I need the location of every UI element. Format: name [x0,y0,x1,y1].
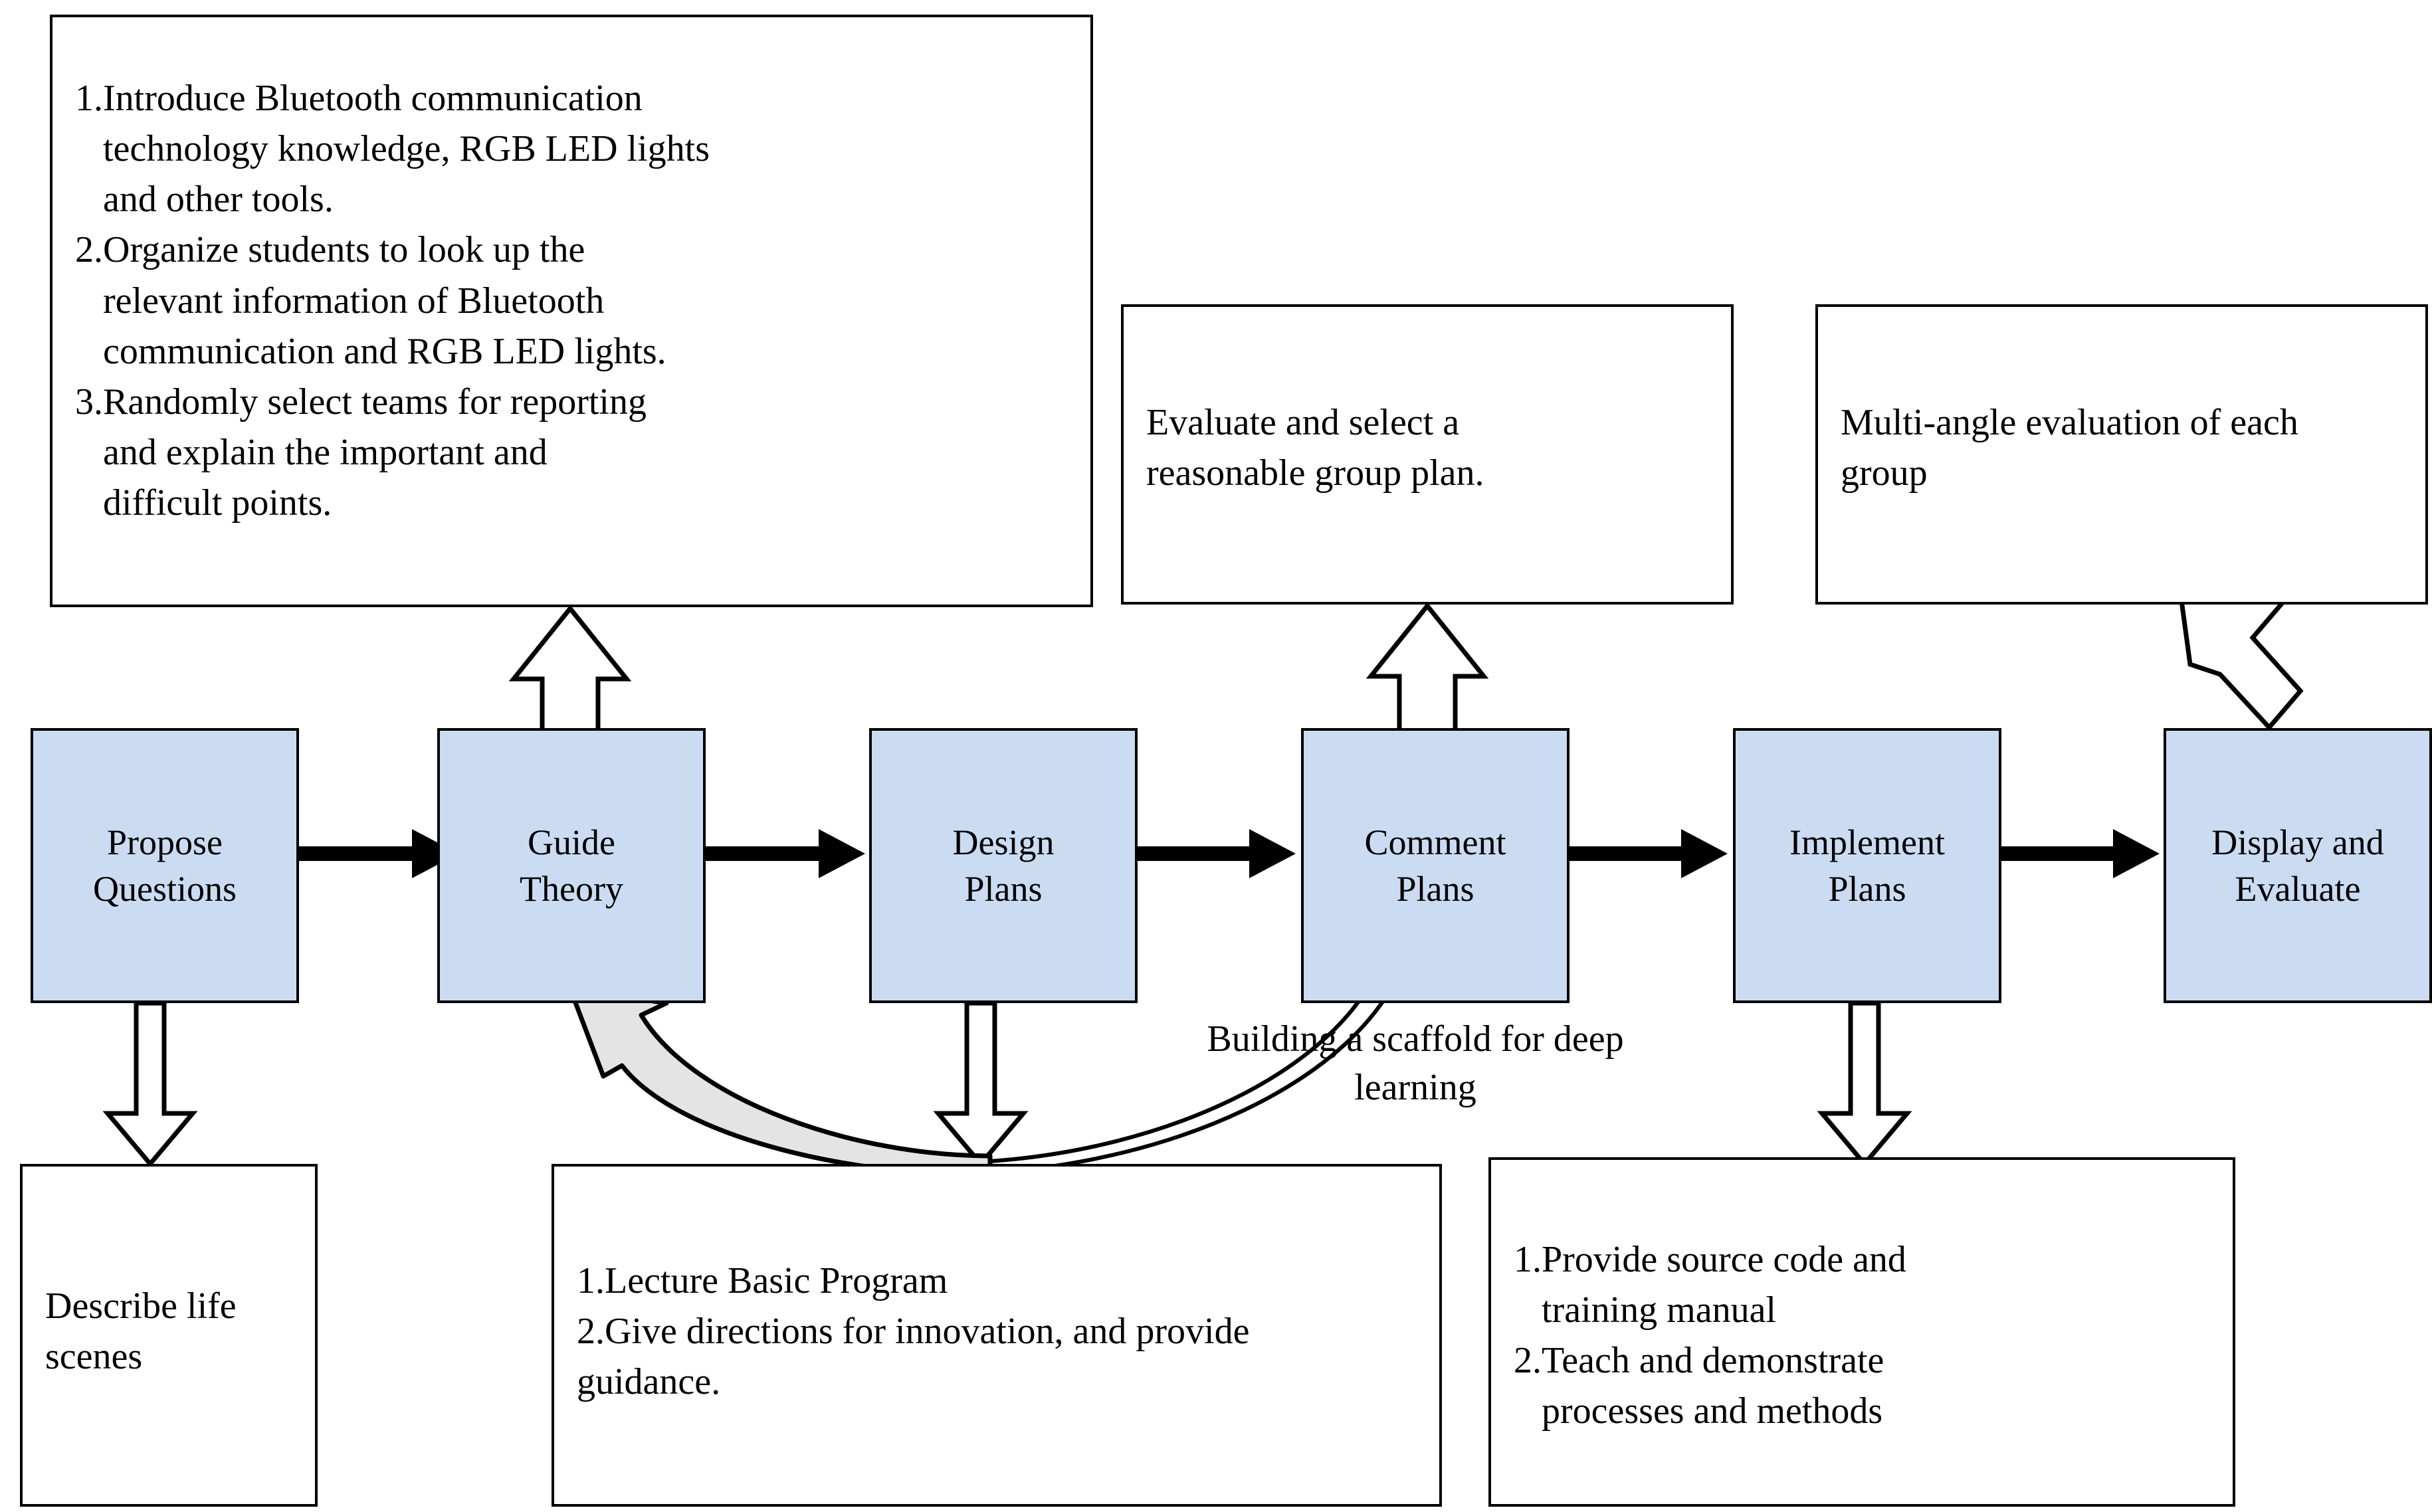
note-text-display-evaluate-top: Multi-angle evaluation of each group [1841,402,2298,494]
note-text-guide-theory-top: 1.Introduce Bluetooth communication tech… [75,78,710,524]
block-arrow-guide-to-top-note [508,605,632,733]
process-label-comment-plans: Comment Plans [1364,822,1506,909]
process-node-display-and-evaluate[interactable]: Display and Evaluate [2164,728,2432,1003]
note-box-propose-questions-bottom: Describe life scenes [20,1164,318,1507]
flow-arrow-implement-to-display [2001,829,2160,878]
block-arrow-design-to-bottom-note [933,1000,1029,1168]
note-text-design-plans-bottom: 1.Lecture Basic Program 2.Give direction… [577,1260,1250,1403]
process-node-comment-plans[interactable]: Comment Plans [1301,728,1570,1003]
annotation-scaffold-label: Building a scaffold for deep learning [1207,1018,1624,1108]
note-box-implement-plans-bottom: 1.Provide source code and training manua… [1488,1157,2235,1507]
process-node-design-plans[interactable]: Design Plans [869,728,1138,1003]
process-node-propose-questions[interactable]: Propose Questions [31,728,299,1003]
note-box-display-evaluate-top: Multi-angle evaluation of each group [1815,304,2428,605]
process-label-display-and-evaluate: Display and Evaluate [2211,822,2384,909]
process-node-implement-plans[interactable]: Implement Plans [1733,728,2001,1003]
curved-arrow-scaffold-to-guide [567,986,993,1179]
flow-arrow-comment-to-implement [1570,829,1728,878]
block-arrow-comment-to-top-note [1366,602,1489,733]
process-label-design-plans: Design Plans [952,822,1055,909]
block-arrow-display-to-top-note [2176,583,2304,731]
flow-arrow-guide-to-design [706,829,865,878]
flow-arrow-propose-to-guide [299,829,458,878]
process-label-implement-plans: Implement Plans [1789,822,1945,909]
note-text-implement-plans-bottom: 1.Provide source code and training manua… [1514,1239,1906,1432]
note-text-propose-questions-bottom: Describe life scenes [45,1285,237,1378]
note-box-guide-theory-top: 1.Introduce Bluetooth communication tech… [50,15,1093,607]
process-label-propose-questions: Propose Questions [93,822,237,909]
note-box-comment-plans-top: Evaluate and select a reasonable group p… [1121,304,1734,605]
block-arrow-implement-to-bottom-note [1817,1000,1912,1168]
process-label-guide-theory: Guide Theory [520,822,623,909]
note-text-comment-plans-top: Evaluate and select a reasonable group p… [1146,402,1484,494]
flow-arrow-design-to-comment [1138,829,1296,878]
note-box-design-plans-bottom: 1.Lecture Basic Program 2.Give direction… [552,1164,1442,1507]
block-arrow-propose-to-bottom-note [102,1000,198,1168]
process-node-guide-theory[interactable]: Guide Theory [437,728,706,1003]
